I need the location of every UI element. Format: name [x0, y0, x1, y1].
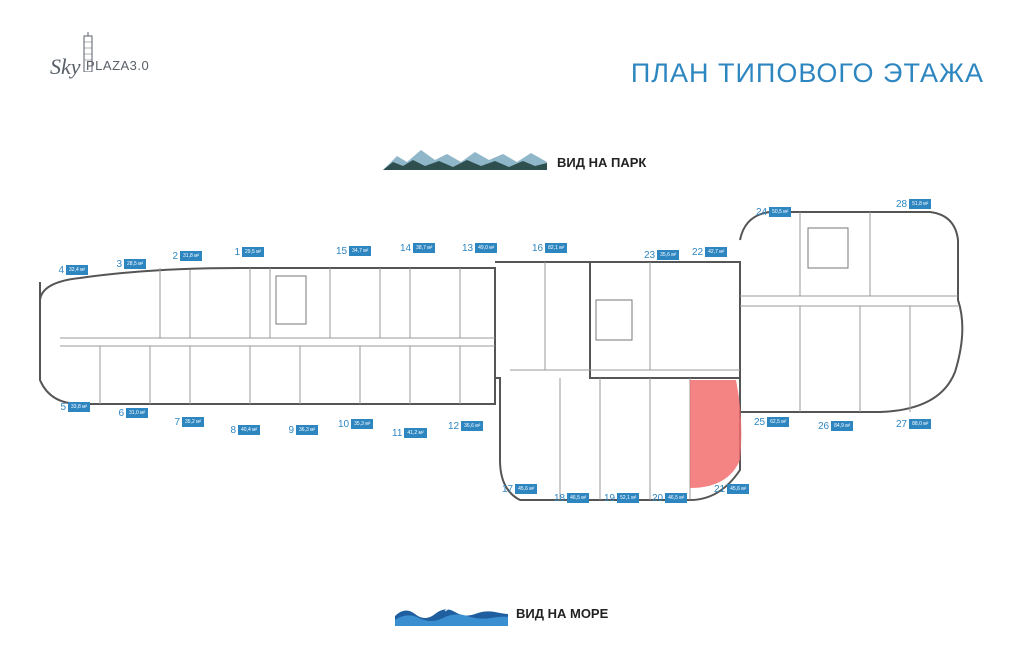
tower-icon	[83, 32, 93, 72]
waves-icon	[395, 607, 508, 626]
logo-plaza-text: PLAZA3.0	[86, 58, 150, 73]
view-sea-label: ВИД НА МОРЕ	[516, 606, 609, 621]
page-title: ПЛАН ТИПОВОГО ЭТАЖА	[630, 58, 984, 88]
view-park-label: ВИД НА ПАРК	[557, 155, 647, 170]
apartment-21-highlight[interactable]	[690, 380, 742, 488]
mountains-icon	[383, 150, 547, 170]
logo-sky-text: Sky	[50, 54, 81, 79]
logo: Sky PLAZA3.0	[44, 32, 154, 92]
